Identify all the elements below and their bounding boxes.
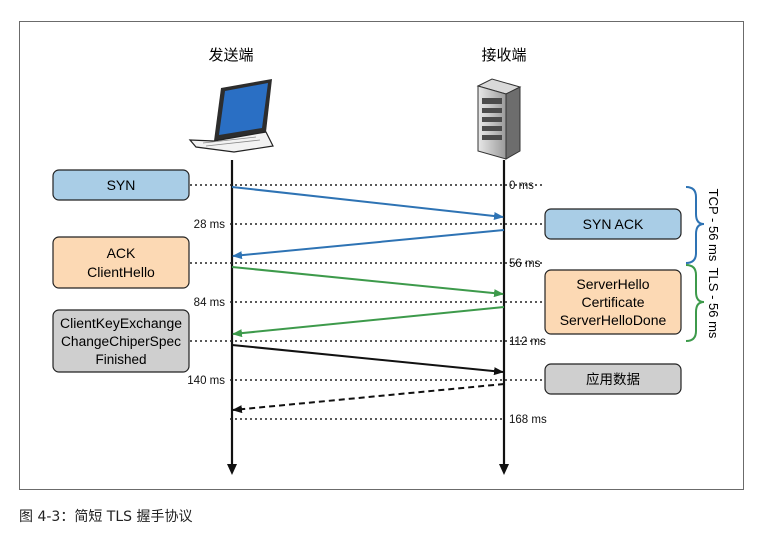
sender-lifeline-arrowhead <box>227 464 237 475</box>
box-clientkeyexchange-line1: ClientKeyExchange <box>60 316 182 331</box>
receiver-title: 接收端 <box>481 46 526 64</box>
box-ack-line1: ACK <box>107 245 136 261</box>
time-label-140: 140 ms <box>187 375 225 387</box>
box-finished-line3: Finished <box>95 352 146 367</box>
tls-phase-label: TLS - 56 ms <box>706 268 721 339</box>
box-syn-ack-label: SYN ACK <box>583 216 644 232</box>
tls-handshake-diagram: 发送端 接收端 0 ms 28 <box>52 46 721 475</box>
arrow-server-hello <box>232 306 505 338</box>
box-syn: SYN <box>52 169 190 201</box>
box-serverhellodone-line3: ServerHelloDone <box>560 312 667 328</box>
arrow-syn-ack <box>232 229 505 260</box>
box-clienthello-line2: ClientHello <box>87 264 155 280</box>
server-tower-icon <box>476 78 522 160</box>
box-ack-clienthello: ACK ClientHello <box>52 236 190 289</box>
box-client-key-exchange: ClientKeyExchange ChangeChiperSpec Finis… <box>52 309 190 373</box>
box-serverhello-line1: ServerHello <box>576 276 649 292</box>
tcp-phase-label: TCP - 56 ms <box>706 189 721 262</box>
time-label-56: 56 ms <box>509 258 541 270</box>
arrow-ack-clienthello <box>231 266 504 298</box>
box-certificate-line2: Certificate <box>581 294 644 310</box>
arrow-app-data <box>232 383 505 414</box>
box-syn-label: SYN <box>107 177 136 193</box>
arrow-syn <box>231 186 504 220</box>
box-app-data-label: 应用数据 <box>586 371 640 388</box>
box-syn-ack: SYN ACK <box>544 208 682 240</box>
receiver-lifeline-arrowhead <box>499 464 509 475</box>
laptop-icon <box>188 79 274 153</box>
time-label-112: 112 ms <box>509 336 546 348</box>
tls-phase-brace <box>685 264 705 342</box>
box-app-data: 应用数据 <box>544 363 682 395</box>
box-changechiperspec-line2: ChangeChiperSpec <box>61 334 181 349</box>
sender-title: 发送端 <box>208 46 253 64</box>
tcp-phase-brace <box>685 186 705 264</box>
figure-caption: 图 4-3：简短 TLS 握手协议 <box>19 509 193 525</box>
diagram-frame <box>19 21 744 490</box>
time-gridlines <box>190 184 545 420</box>
arrow-client-key <box>231 344 504 376</box>
time-label-0: 0 ms <box>509 180 534 192</box>
box-server-hello: ServerHello Certificate ServerHelloDone <box>544 269 682 335</box>
time-label-28: 28 ms <box>194 219 226 231</box>
time-label-84: 84 ms <box>194 297 226 309</box>
time-label-168: 168 ms <box>509 414 547 426</box>
